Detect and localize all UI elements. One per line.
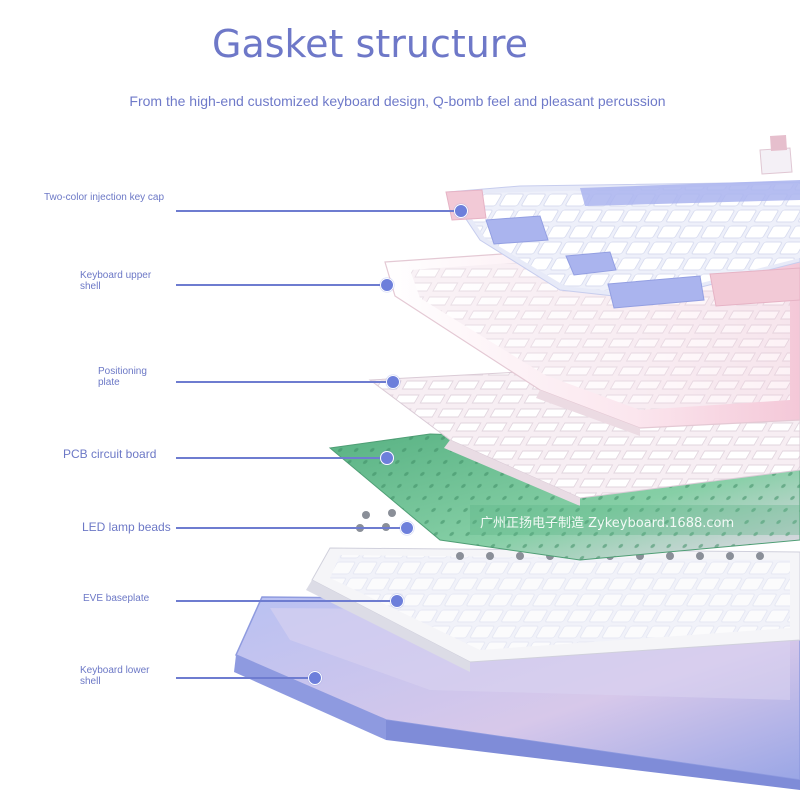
page-title: Gasket structure <box>212 22 528 66</box>
marker-dot-lower-shell <box>308 671 322 685</box>
label-upper-shell: Keyboard upper shell <box>80 270 152 292</box>
label-eve-baseplate: EVE baseplate <box>83 593 150 604</box>
leader-line-lower-shell <box>176 677 312 679</box>
label-pcb: PCB circuit board <box>63 447 157 461</box>
leader-line-eve-baseplate <box>176 600 394 602</box>
label-led-beads: LED lamp beads <box>82 520 171 534</box>
eve-baseplate-shape <box>306 547 800 672</box>
page-subtitle: From the high-end customized keyboard de… <box>129 93 666 109</box>
marker-dot-upper-shell <box>380 278 394 292</box>
leader-line-pcb <box>176 457 386 459</box>
label-lower-shell: Keyboard lower shell <box>80 665 150 687</box>
marker-dot-led-beads <box>400 521 414 535</box>
label-positioning-plate: Positioning plate <box>98 366 147 388</box>
leader-line-led-beads <box>176 527 404 529</box>
keycaps-shape <box>445 135 800 309</box>
leader-line-upper-shell <box>176 284 386 286</box>
marker-dot-positioning-plate <box>386 375 400 389</box>
label-keycap: Two-color injection key cap <box>44 192 165 203</box>
leader-line-positioning-plate <box>176 381 392 383</box>
marker-dot-eve-baseplate <box>390 594 404 608</box>
watermark-band <box>470 505 800 535</box>
watermark-text: 广州正扬电子制造 Zykeyboard.1688.com <box>480 516 735 531</box>
marker-dot-pcb <box>380 451 394 465</box>
marker-dot-keycap <box>454 204 468 218</box>
leader-line-keycap <box>176 210 460 212</box>
